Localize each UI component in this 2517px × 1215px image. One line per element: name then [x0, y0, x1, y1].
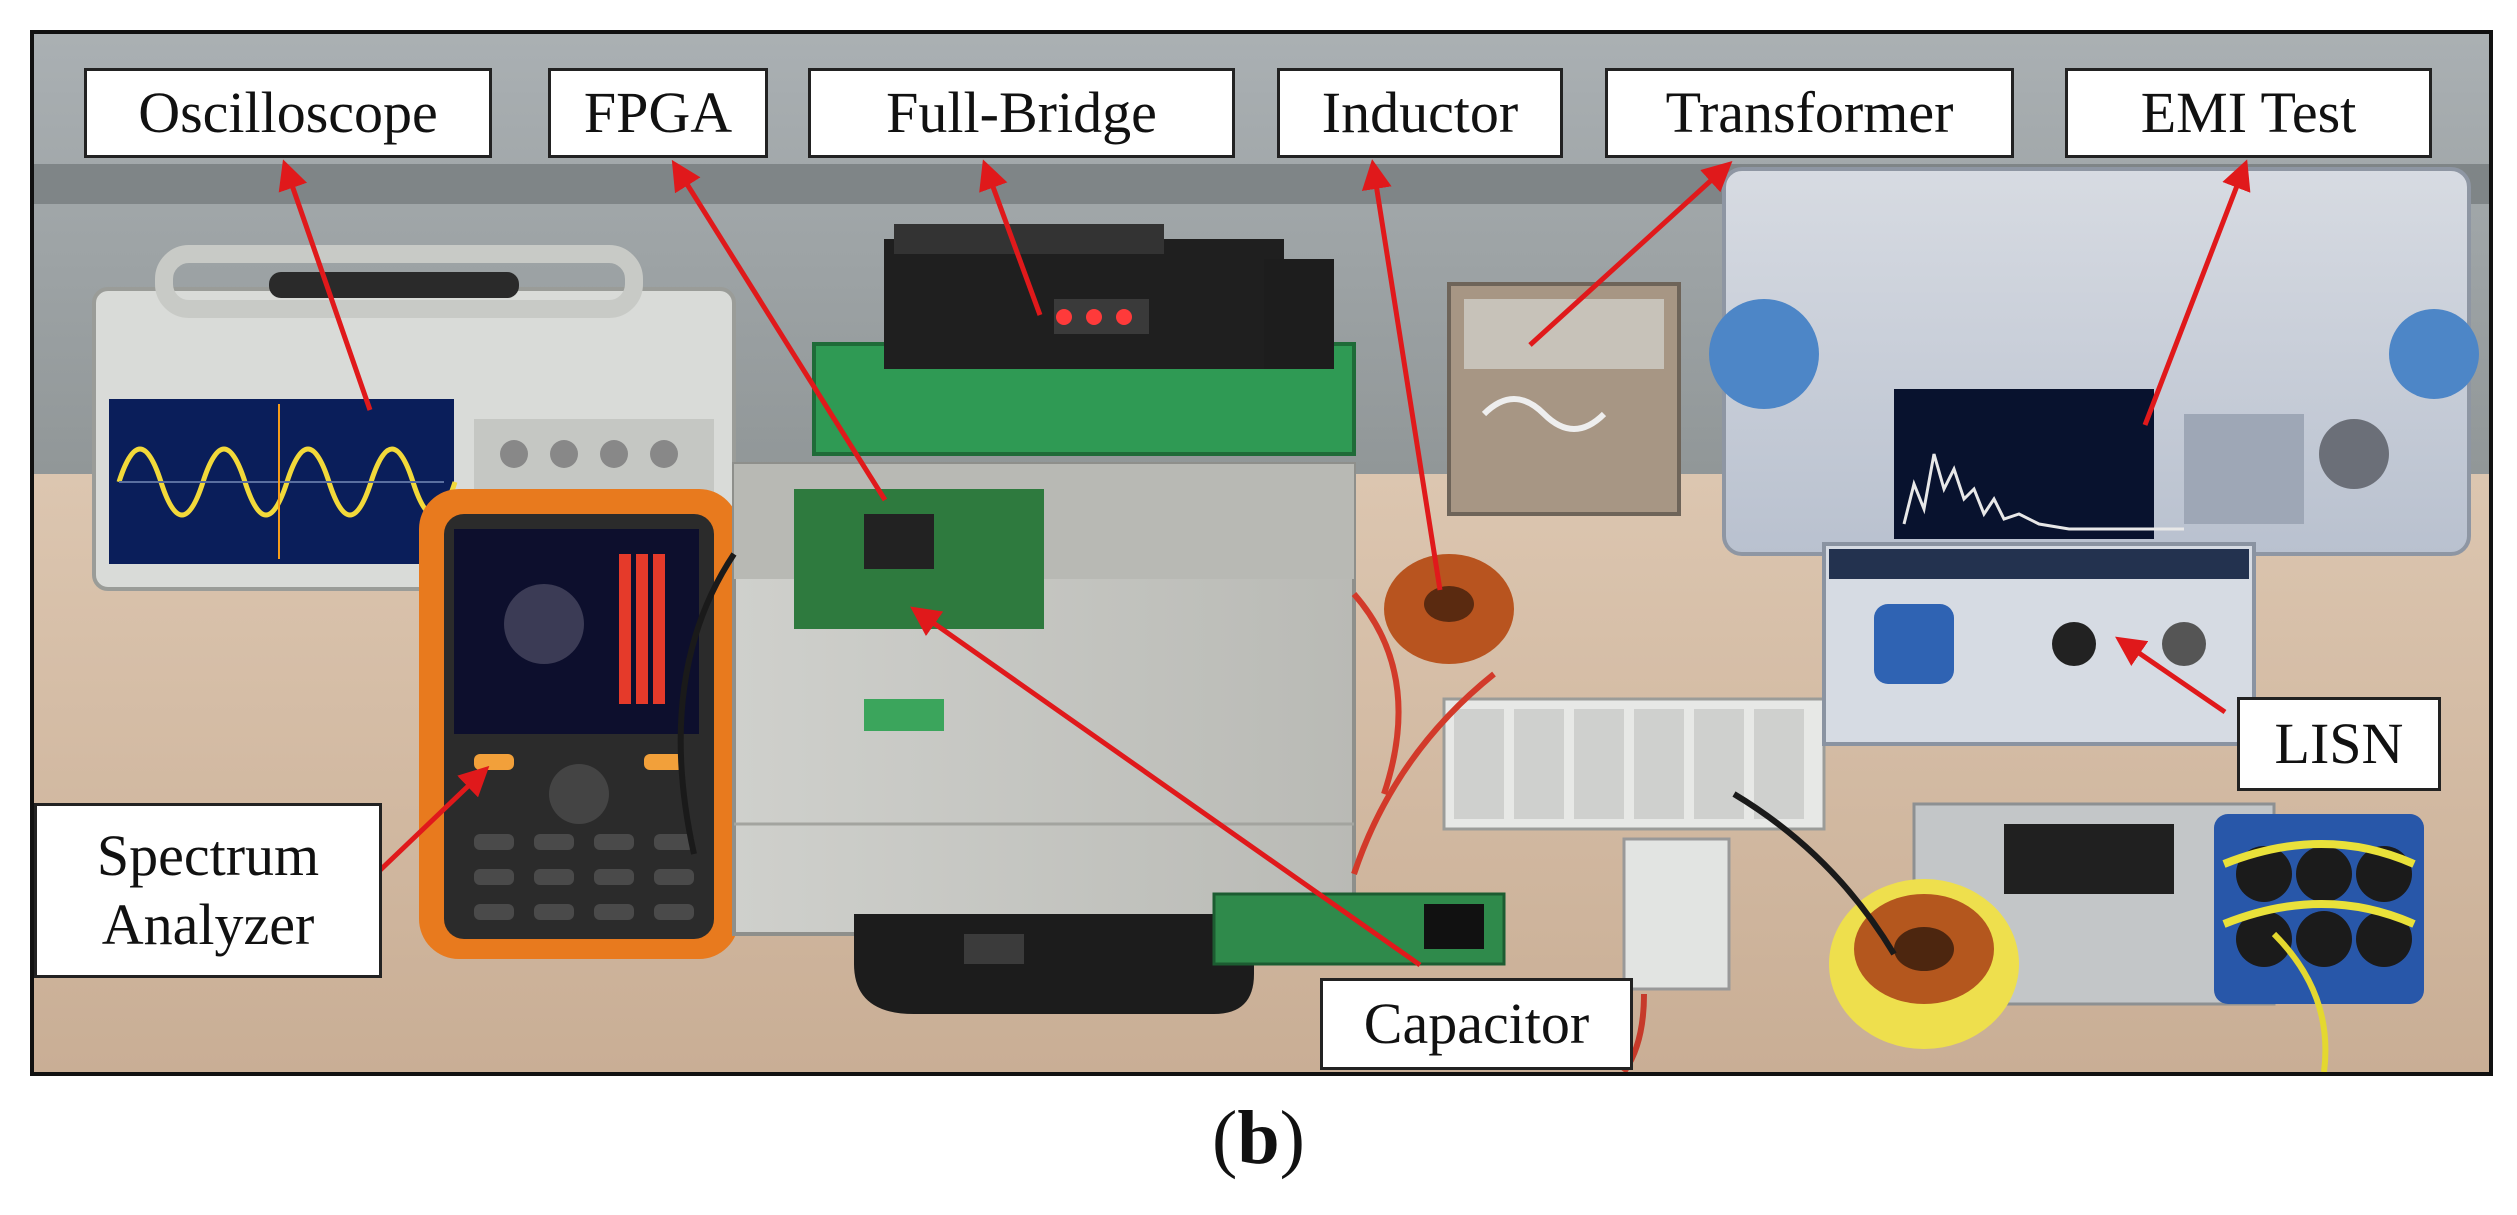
caption-close: ) — [1279, 1096, 1305, 1180]
current-probe — [854, 914, 1254, 1014]
label-full-bridge: Full-Bridge — [808, 68, 1235, 158]
label-transformer-text: Transformer — [1665, 80, 1954, 145]
caption-letter: b — [1237, 1096, 1280, 1180]
label-inductor-text: Inductor — [1321, 80, 1519, 145]
circuit-breakers — [1442, 697, 1826, 991]
label-oscilloscope: Oscilloscope — [84, 68, 492, 158]
emi-test-receiver — [1709, 167, 2479, 556]
figure-caption: (b) — [0, 1095, 2517, 1182]
caption-open: ( — [1212, 1096, 1238, 1180]
label-spectrum-line2: Analyzer — [101, 891, 315, 957]
inductor-toroid — [1384, 554, 1514, 664]
lab-setup-photo — [30, 30, 2493, 1076]
lisn-device — [1822, 542, 2256, 746]
capacitor-bank — [2214, 814, 2424, 1004]
label-spectrum-analyzer: Spectrum Analyzer — [34, 803, 382, 978]
handheld-spectrum-analyzer — [419, 489, 739, 959]
label-oscilloscope-text: Oscilloscope — [138, 80, 438, 145]
label-transformer: Transformer — [1605, 68, 2014, 158]
photo-scene — [34, 34, 2489, 1072]
label-fpga-text: FPGA — [583, 80, 733, 145]
full-bridge-board — [812, 224, 1356, 456]
label-capacitor-text: Capacitor — [1363, 991, 1590, 1056]
transformer-device — [1447, 282, 1681, 516]
capacitor-board — [1212, 892, 1506, 966]
label-emi-test-text: EMI Test — [2140, 80, 2357, 145]
label-full-bridge-text: Full-Bridge — [886, 80, 1157, 145]
label-spectrum-line1: Spectrum — [96, 823, 320, 889]
label-lisn: LISN — [2237, 697, 2441, 791]
label-capacitor: Capacitor — [1320, 978, 1633, 1070]
label-lisn-text: LISN — [2274, 711, 2404, 776]
label-emi-test: EMI Test — [2065, 68, 2432, 158]
output-toroid — [1829, 879, 2019, 1049]
metal-enclosure — [732, 462, 1356, 936]
label-fpga: FPGA — [548, 68, 768, 158]
label-inductor: Inductor — [1277, 68, 1563, 158]
